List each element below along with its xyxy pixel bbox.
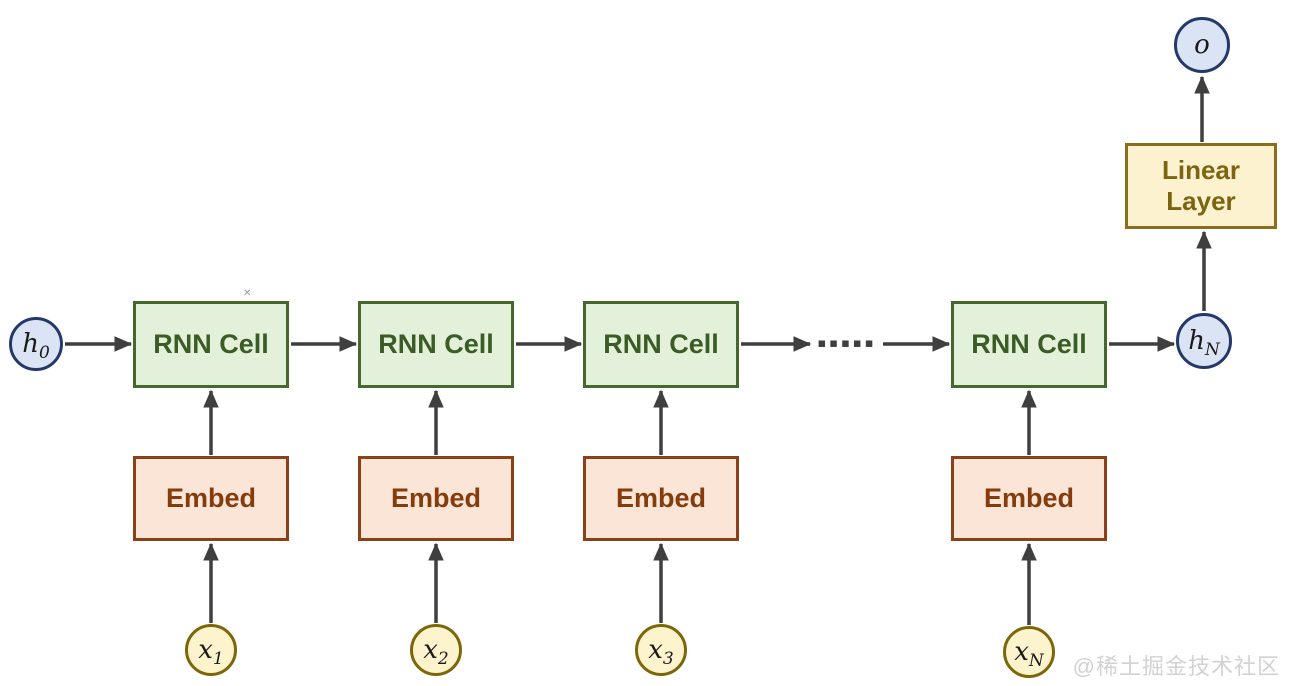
node-xn: xN xyxy=(1003,626,1055,678)
node-embed-4: Embed xyxy=(951,456,1107,541)
node-o: o xyxy=(1174,17,1230,73)
node-rnn-cell-3: RNN Cell xyxy=(583,301,739,388)
node-x3: x3 xyxy=(635,624,687,676)
node-hn: hN xyxy=(1176,313,1232,369)
node-rnn-cell-1: RNN Cell xyxy=(133,301,289,388)
embed-4-label: Embed xyxy=(983,483,1075,513)
node-hn-label: hN xyxy=(1188,326,1220,361)
node-embed-1: Embed xyxy=(133,456,289,541)
node-embed-2: Embed xyxy=(358,456,514,541)
node-h0-label: h0 xyxy=(22,329,50,364)
node-embed-3: Embed xyxy=(583,456,739,541)
embed-3-label: Embed xyxy=(615,483,707,513)
embed-1-label: Embed xyxy=(165,483,257,513)
node-x2: x2 xyxy=(410,624,462,676)
linear-layer-label: Linear Layer xyxy=(1161,154,1241,216)
node-x1: x1 xyxy=(185,624,237,676)
node-x1-label: x1 xyxy=(198,635,224,670)
node-rnn-cell-4: RNN Cell xyxy=(951,301,1107,388)
node-x2-label: x2 xyxy=(423,635,449,670)
rnn-cell-3-label: RNN Cell xyxy=(603,329,719,359)
rnn-cell-2-label: RNN Cell xyxy=(378,329,494,359)
node-h0: h0 xyxy=(9,317,63,371)
watermark: @稀土掘金技术社区 xyxy=(1072,654,1280,679)
node-x3-label: x3 xyxy=(648,635,674,670)
cursor-artifact: ✕ xyxy=(243,288,252,299)
node-linear-layer: Linear Layer xyxy=(1125,143,1277,229)
node-xn-label: xN xyxy=(1014,637,1044,672)
node-rnn-cell-2: RNN Cell xyxy=(358,301,514,388)
ellipsis-dots: ▪▪▪▪▪ xyxy=(817,336,877,351)
embed-2-label: Embed xyxy=(390,483,482,513)
node-o-label: o xyxy=(1194,30,1210,60)
rnn-cell-1-label: RNN Cell xyxy=(153,329,269,359)
rnn-cell-4-label: RNN Cell xyxy=(971,329,1087,359)
